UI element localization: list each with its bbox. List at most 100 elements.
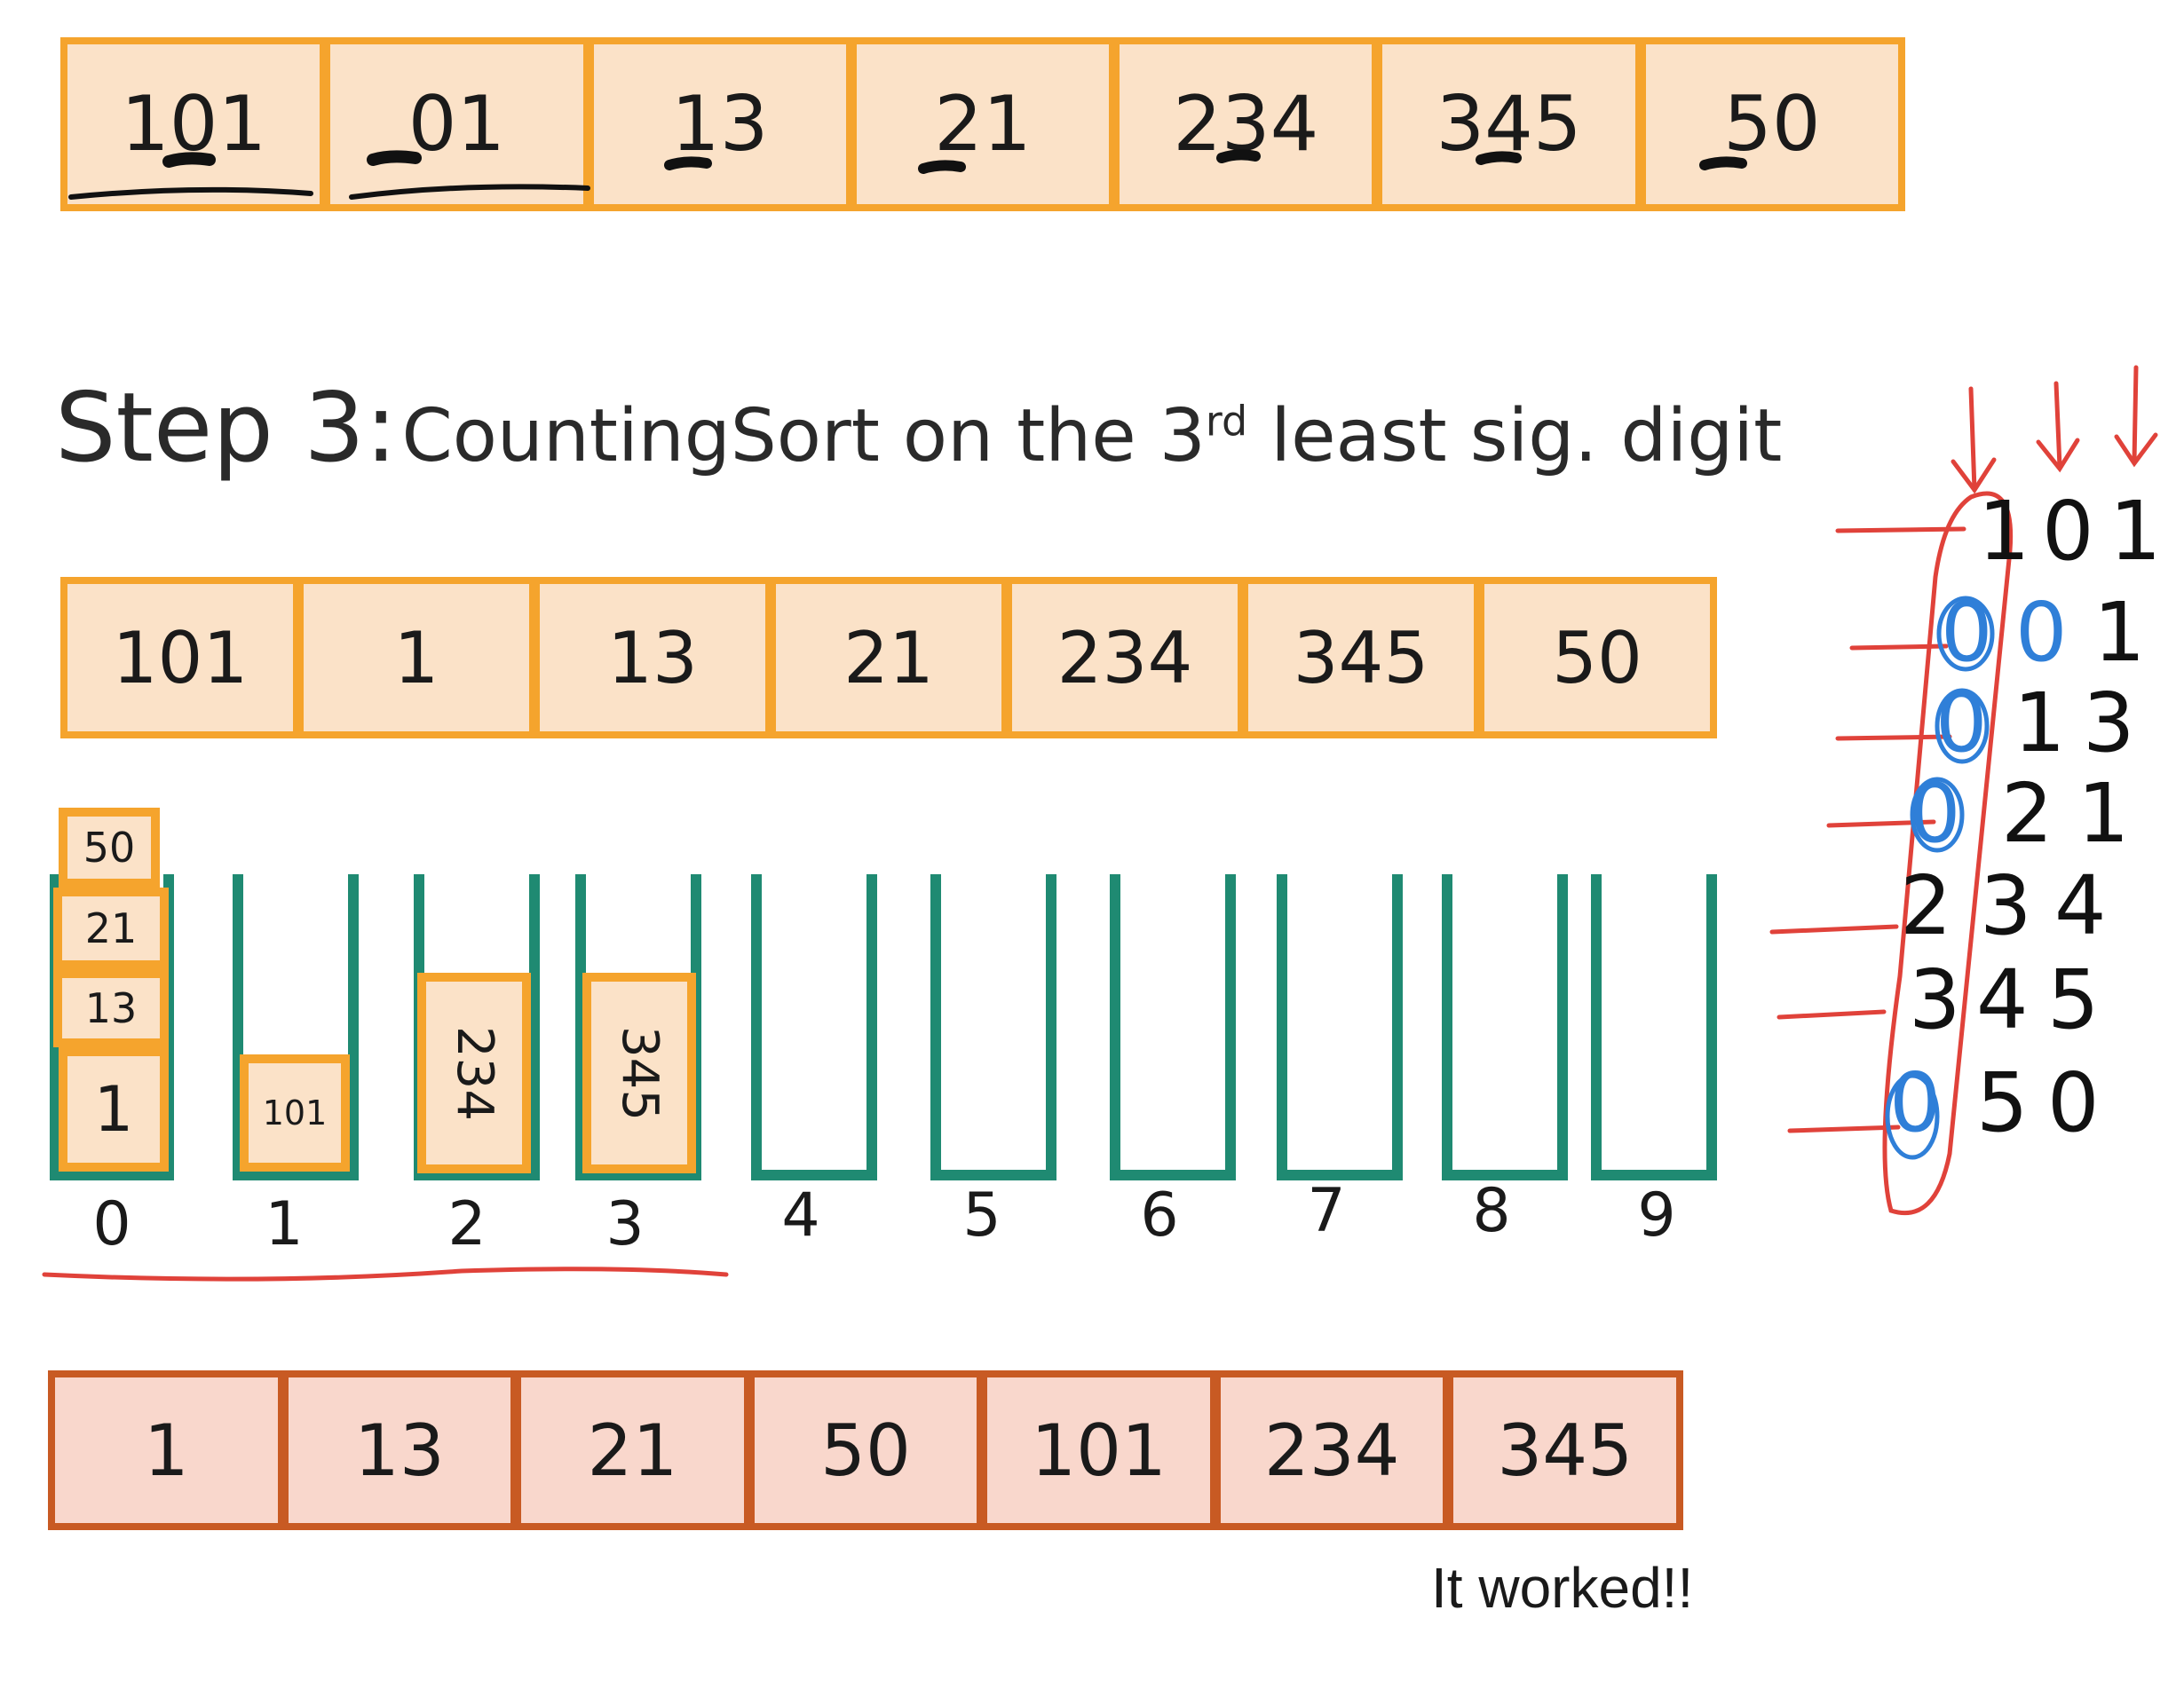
- bucket-card: 21: [53, 888, 169, 969]
- bucket-label: 5: [962, 1180, 1001, 1251]
- array-cell: 50: [1484, 584, 1710, 731]
- arrow-icon: [1968, 386, 1977, 493]
- arrow-icon: [2053, 381, 2062, 470]
- row-pointer: [1835, 734, 1952, 741]
- hw-digit: 1: [2109, 484, 2162, 579]
- bucket-label: 6: [1140, 1180, 1179, 1251]
- hw-digit: 3: [1980, 858, 2032, 953]
- bucket-label: 9: [1637, 1180, 1676, 1251]
- hw-digit: 2: [2001, 766, 2053, 861]
- bucket-label: 3: [605, 1189, 645, 1259]
- bucket-label: 4: [781, 1180, 820, 1251]
- bucket-label: 7: [1307, 1176, 1346, 1246]
- array-cell: 234: [1120, 44, 1373, 204]
- bucket-label: 0: [92, 1189, 131, 1259]
- arrow-icon: [2132, 365, 2139, 464]
- bucket-label: 8: [1472, 1176, 1511, 1246]
- underline-mark: [1699, 156, 1747, 170]
- step-superscript: rd: [1205, 397, 1248, 446]
- array-cell: 13: [593, 44, 846, 204]
- hw-digit: 1: [2093, 585, 2146, 680]
- underline-mark: [1216, 149, 1261, 163]
- bucket-4: [751, 874, 877, 1180]
- underline-mark: [162, 152, 216, 168]
- step-text-after: least sig. digit: [1247, 394, 1783, 478]
- bucket-label: 1: [265, 1189, 304, 1259]
- row-pointer: [1835, 526, 1966, 533]
- hw-digit: 0: [2047, 1055, 2100, 1150]
- array-cell: 345: [1248, 584, 1474, 731]
- row-pointer: [1826, 819, 1936, 828]
- underline-stroke: [349, 184, 590, 200]
- row-pointer: [1787, 1125, 1901, 1133]
- underline-mark: [1476, 151, 1522, 165]
- input-array: 101 1 13 21 234 345 50: [60, 577, 1717, 738]
- bucket-7: [1277, 874, 1403, 1180]
- step-text-before: CountingSort on the 3: [401, 394, 1206, 478]
- circle-mark: [1935, 688, 1990, 764]
- result-caption: It worked!!: [1431, 1556, 1694, 1620]
- bucket-card: 50: [59, 808, 160, 888]
- row-pointer: [1849, 643, 1949, 651]
- hw-digit-blue: 0: [2015, 585, 2068, 680]
- bucket-card: 345: [582, 973, 696, 1173]
- circle-mark: [1885, 1073, 1940, 1160]
- bucket-9: [1591, 874, 1717, 1180]
- step-description: CountingSort on the 3rd least sig. digit: [401, 394, 1782, 478]
- hw-digit: 5: [1976, 1055, 2029, 1150]
- hw-digit: 2: [1900, 858, 1952, 953]
- arrow-head: [2036, 438, 2080, 473]
- step-label: Step 3:: [55, 373, 398, 484]
- red-arrows: [1951, 365, 2158, 494]
- underline-mark: [918, 160, 966, 174]
- output-cell: 13: [288, 1377, 511, 1523]
- hw-digit: 3: [2083, 675, 2135, 770]
- hw-digit: 1: [1978, 484, 2030, 579]
- hw-digit: 5: [2047, 952, 2100, 1047]
- digit-underlines: [68, 149, 1747, 200]
- array-cell: 234: [1012, 584, 1238, 731]
- bucket-8: [1442, 874, 1568, 1180]
- output-cell: 50: [754, 1377, 977, 1523]
- output-cell: 101: [987, 1377, 1210, 1523]
- hw-digit: 0: [2042, 484, 2094, 579]
- array-cell: 21: [856, 44, 1110, 204]
- bucket-card: 1: [59, 1047, 169, 1172]
- bucket-card: 13: [53, 969, 169, 1047]
- array-cell: 13: [540, 584, 765, 731]
- output-cell: 21: [521, 1377, 744, 1523]
- red-underline: [42, 1267, 729, 1282]
- array-cell: 21: [776, 584, 1001, 731]
- array-cell: 101: [67, 44, 320, 204]
- red-row-pointers: [1769, 526, 1966, 1133]
- array-cell: 50: [1645, 44, 1898, 204]
- hw-digit: 1: [2014, 675, 2066, 770]
- bucket-6: [1110, 874, 1236, 1180]
- hw-digit: 1: [2077, 766, 2130, 861]
- array-cell: 1: [304, 584, 529, 731]
- output-cell: 345: [1453, 1377, 1677, 1523]
- array-cell: 101: [67, 584, 293, 731]
- circle-mark: [1936, 596, 1995, 672]
- bucket-card: 234: [417, 973, 531, 1173]
- arrow-head: [2114, 432, 2158, 468]
- bucket-5: [930, 874, 1056, 1180]
- circle-mark: [1910, 777, 1965, 853]
- bucket-label: 2: [447, 1189, 487, 1259]
- handwritten-digits: 1 0 1 0 0 1 0 1 3 0 2 1 2 3 4 3 4 5 0 5 …: [1889, 484, 2162, 1150]
- sorted-output-array: 1 13 21 50 101 234 345: [48, 1370, 1683, 1530]
- row-pointer: [1769, 924, 1899, 935]
- array-cell: 01: [330, 44, 583, 204]
- red-loop: [1882, 491, 2014, 1216]
- underline-mark: [664, 156, 712, 170]
- row-pointer: [1776, 1009, 1887, 1020]
- blue-circles: [1885, 596, 1995, 1160]
- step-title: Step 3: CountingSort on the 3rd least si…: [55, 373, 1782, 484]
- hw-digit: 4: [1976, 952, 2029, 1047]
- underline-mark: [367, 150, 422, 166]
- output-cell: 234: [1220, 1377, 1444, 1523]
- bucket-card: 101: [240, 1054, 350, 1172]
- hw-digit: 3: [1909, 952, 1961, 1047]
- arrow-head: [1951, 457, 1997, 494]
